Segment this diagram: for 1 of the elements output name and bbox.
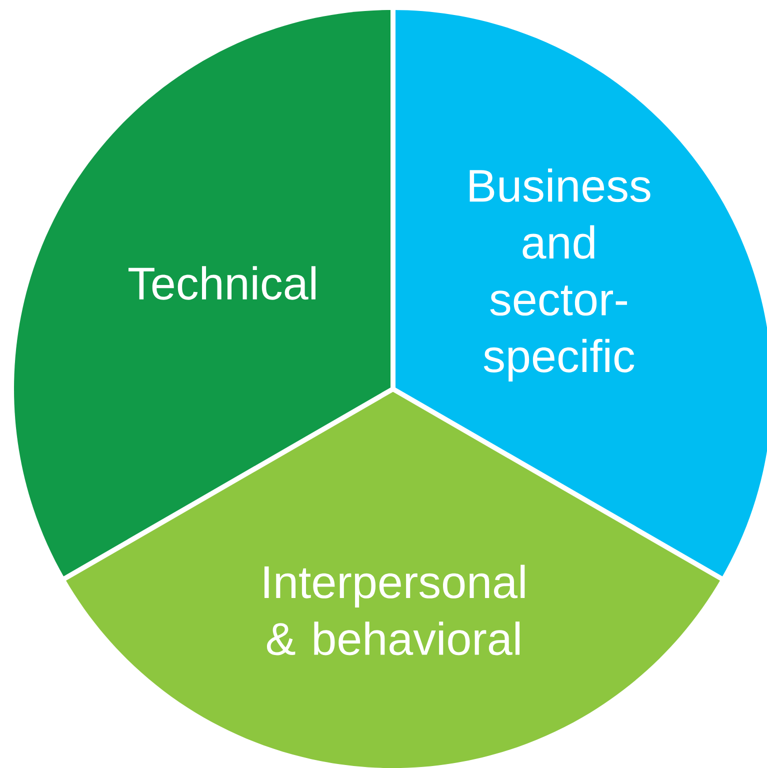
- pie-sector: Interpersonal & behavioral: [64, 389, 722, 768]
